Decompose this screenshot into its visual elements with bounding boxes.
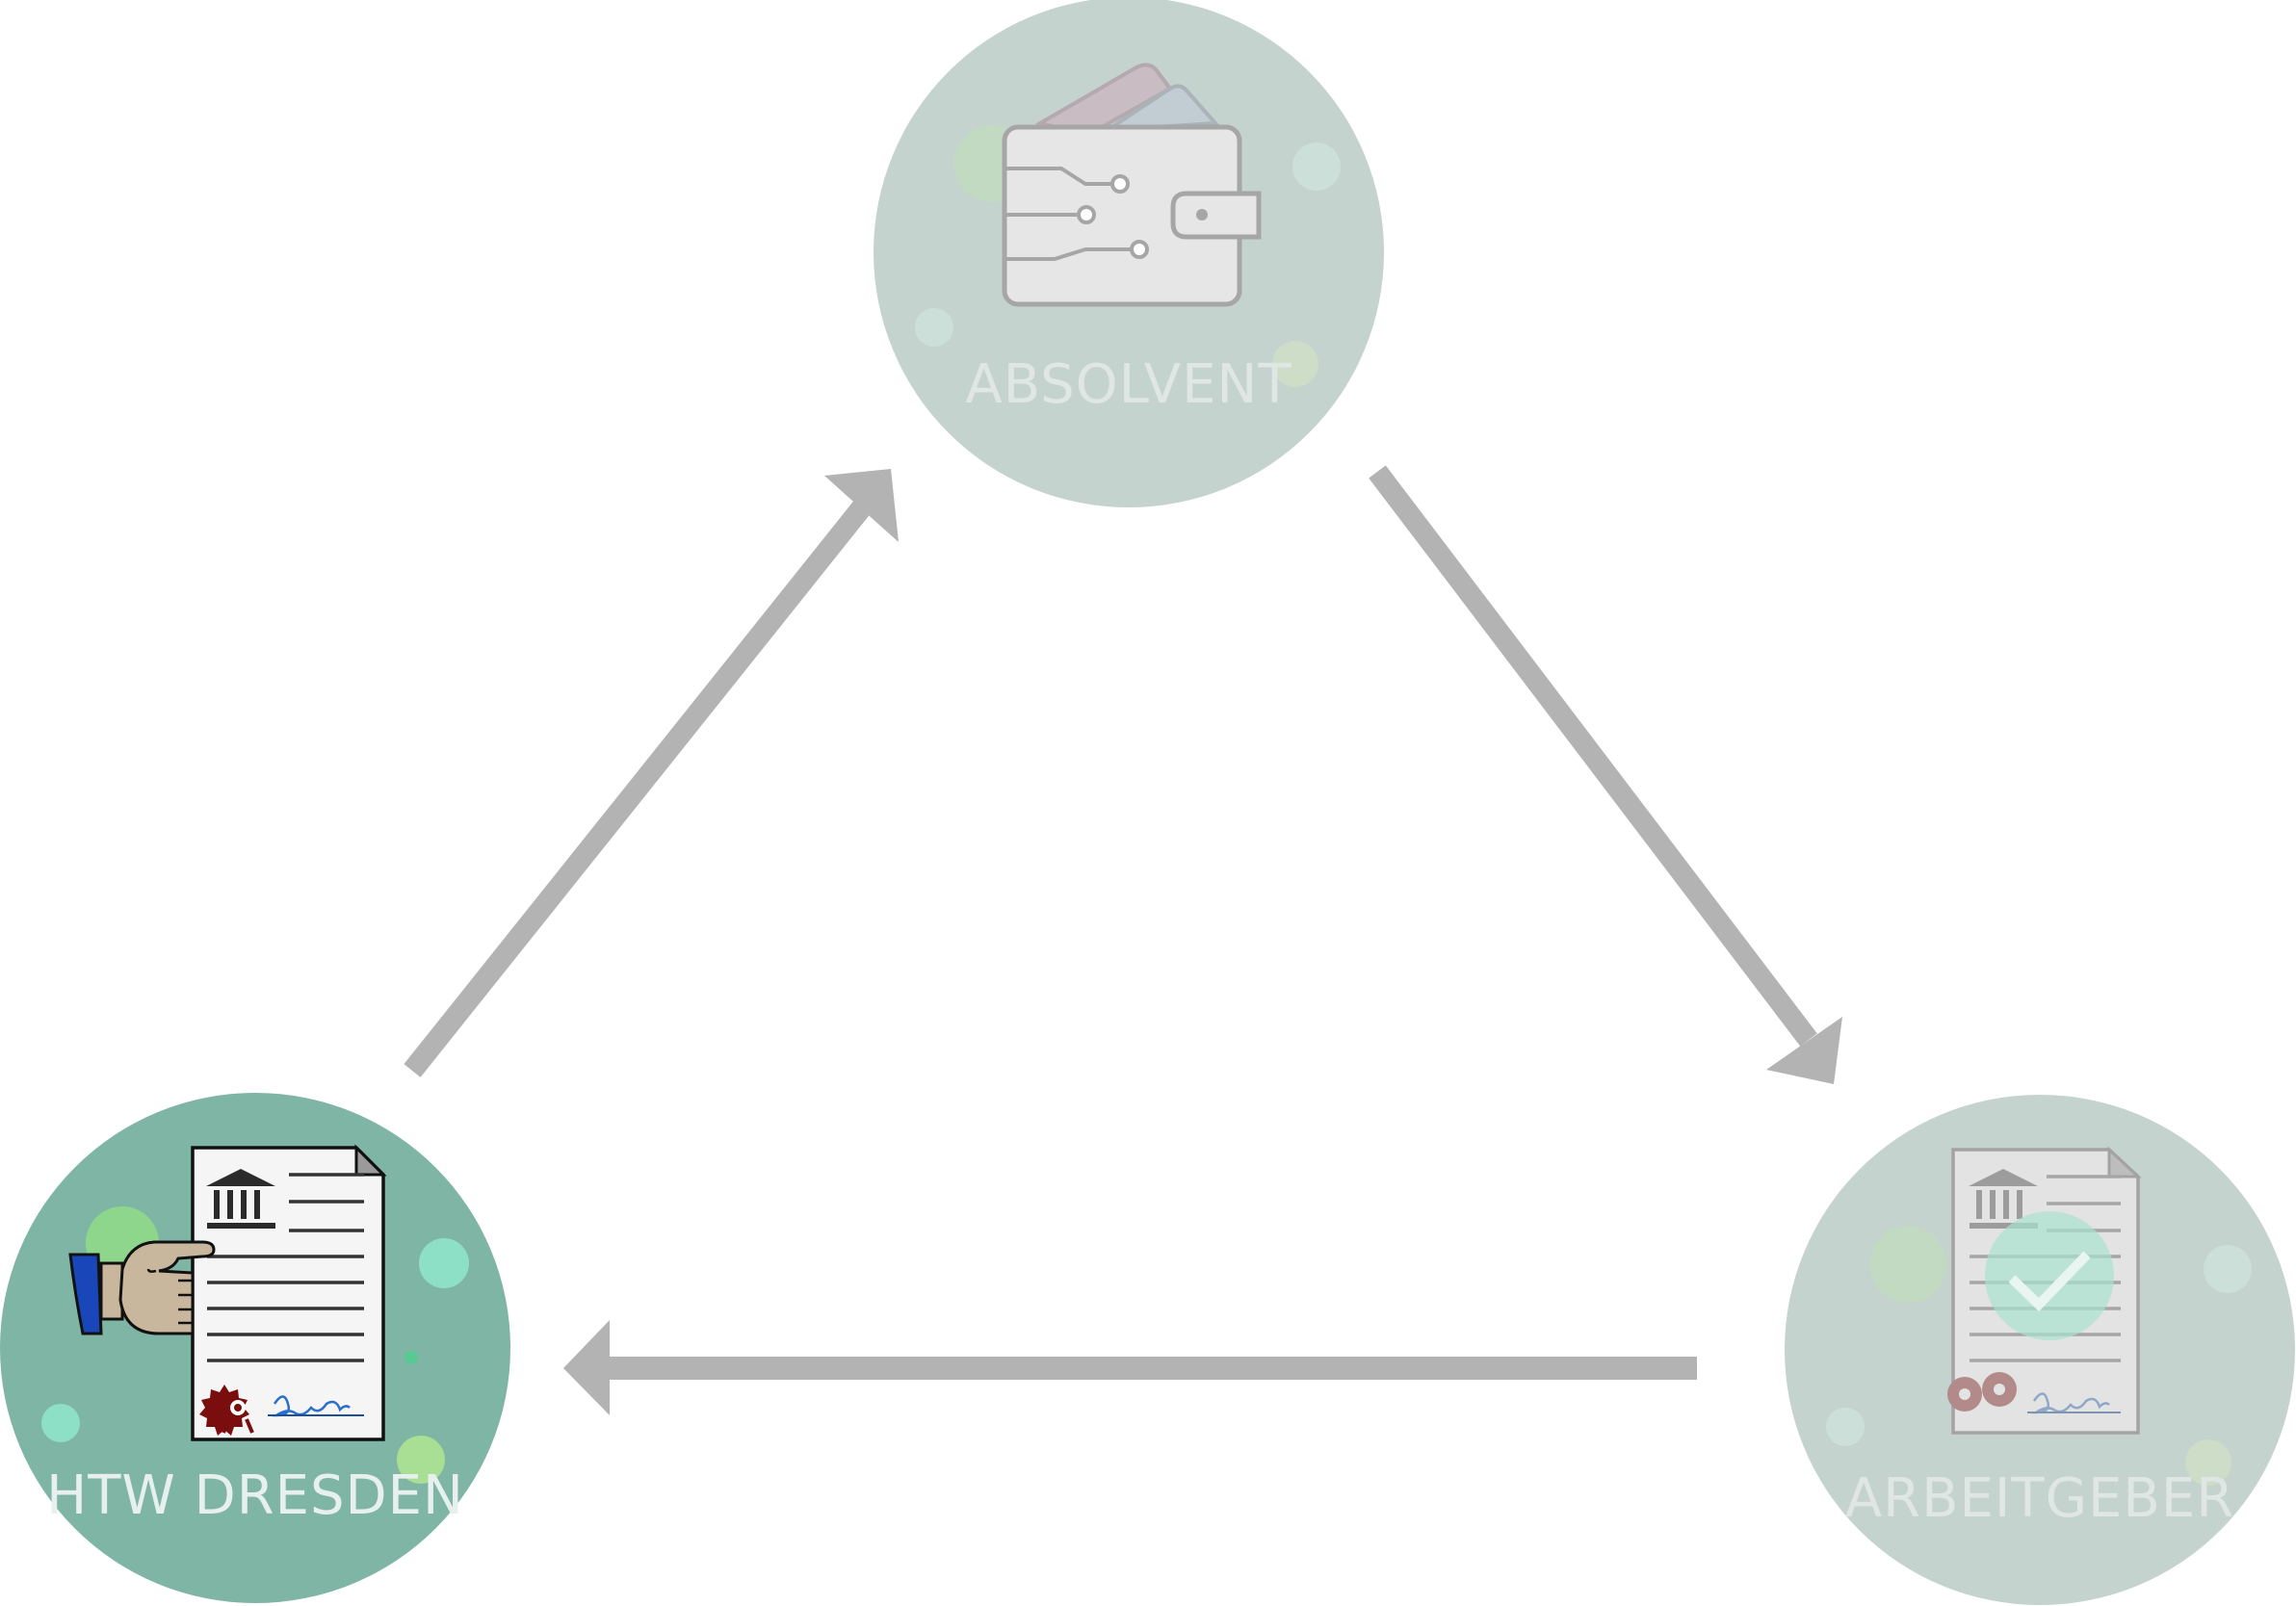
signature-icon	[268, 1395, 364, 1417]
node-absolvent-label: ABSOLVENT	[965, 353, 1292, 416]
seal-icon	[1947, 1372, 2017, 1412]
arrow-htw-to-absolvent	[404, 469, 899, 1077]
decorative-dots	[1826, 1226, 2252, 1486]
seal-icon	[199, 1385, 254, 1436]
checkmark-icon	[1985, 1211, 2114, 1340]
certificate-icon	[191, 1144, 387, 1441]
signature-icon	[2027, 1392, 2121, 1414]
node-arbeitgeber-label: ARBEITGEBER	[1845, 1467, 2234, 1530]
arrow-arbeitgeber-to-htw	[563, 1320, 1697, 1415]
verified-certificate-icon	[1947, 1146, 2142, 1435]
node-arbeitgeber[interactable]: ARBEITGEBER	[1785, 1095, 2295, 1605]
institution-icon	[206, 1169, 275, 1229]
wallet-icon	[1002, 63, 1262, 307]
node-absolvent[interactable]: ABSOLVENT	[874, 0, 1384, 507]
hand-icon	[68, 1240, 216, 1335]
node-htw-label: HTW DRESDEN	[46, 1464, 464, 1527]
arrow-absolvent-to-arbeitgeber	[1369, 465, 1842, 1084]
node-htw-dresden[interactable]: HTW DRESDEN	[0, 1093, 510, 1603]
